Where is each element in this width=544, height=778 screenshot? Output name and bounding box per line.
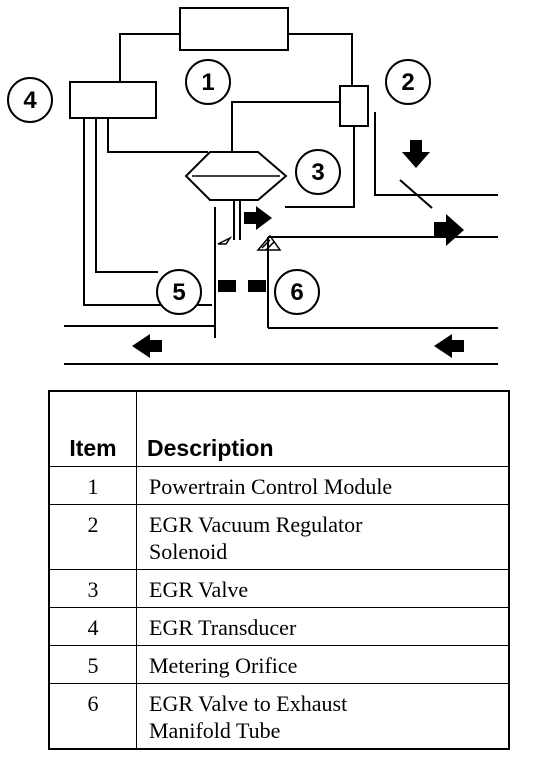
callout-circle-5 (156, 269, 202, 315)
wire-to-transducer (119, 33, 180, 82)
row-description: EGR Transducer (136, 607, 510, 646)
orifice-block-right (248, 280, 266, 292)
row-description: EGR Valve (136, 569, 510, 608)
row-item: 3 (48, 569, 137, 608)
transducer-box (69, 81, 157, 119)
callout-circle-2 (385, 59, 431, 105)
flow-arrow-down (402, 140, 430, 168)
row-item: 5 (48, 645, 137, 684)
table-row: 3 EGR Valve (48, 569, 510, 608)
vacuum-hose-valve (231, 101, 340, 152)
egr-valve-diaphragm (184, 151, 288, 201)
table-header-row: Item Description (48, 390, 510, 467)
callout-1: 1 (201, 69, 214, 96)
callout-2: 2 (401, 69, 414, 96)
header-item: Item (48, 390, 137, 467)
table-row: 6 EGR Valve to Exhaust Manifold Tube (48, 683, 510, 750)
callout-circle-1 (185, 59, 231, 105)
table-row: 1 Powertrain Control Module (48, 466, 510, 505)
row-item: 2 (48, 504, 137, 570)
row-description: EGR Valve to Exhaust Manifold Tube (136, 683, 510, 750)
transducer-hose-inner (107, 118, 208, 153)
throttle-plate (399, 179, 433, 209)
orifice-block-left (218, 280, 236, 292)
valve-seat-left (217, 236, 233, 245)
intake-duct-upper (374, 112, 498, 196)
solenoid-box (339, 85, 369, 127)
wire-to-solenoid (288, 33, 353, 86)
flow-arrow-left-exhaust-2 (434, 334, 464, 358)
table-row: 2 EGR Vacuum Regulator Solenoid (48, 504, 510, 570)
callout-circle-3 (295, 149, 341, 195)
row-description: EGR Vacuum Regulator Solenoid (136, 504, 510, 570)
callout-5: 5 (172, 279, 185, 306)
flow-arrow-right-valve (244, 206, 272, 230)
table-row: 5 Metering Orifice (48, 645, 510, 684)
row-item: 1 (48, 466, 137, 505)
table-row: 4 EGR Transducer (48, 607, 510, 646)
row-item: 4 (48, 607, 137, 646)
callout-3: 3 (311, 159, 324, 186)
callout-circle-6 (274, 269, 320, 315)
callout-4: 4 (23, 87, 37, 114)
legend-table: Item Description 1 Powertrain Control Mo… (48, 390, 510, 750)
egr-system-diagram: 1 2 3 4 5 6 (7, 7, 498, 365)
vacuum-hose-intake (285, 126, 355, 208)
header-description: Description (136, 390, 510, 467)
row-description: Powertrain Control Module (136, 466, 510, 505)
valve-seat-right (256, 234, 282, 251)
callout-circle-4 (7, 77, 53, 123)
row-item: 6 (48, 683, 137, 750)
pcm-box (179, 7, 289, 51)
callout-6: 6 (290, 279, 303, 306)
flow-arrow-left-exhaust (132, 334, 162, 358)
flow-arrow-right-intake (434, 214, 464, 246)
row-description: Metering Orifice (136, 645, 510, 684)
transducer-hose-mid (95, 118, 158, 273)
